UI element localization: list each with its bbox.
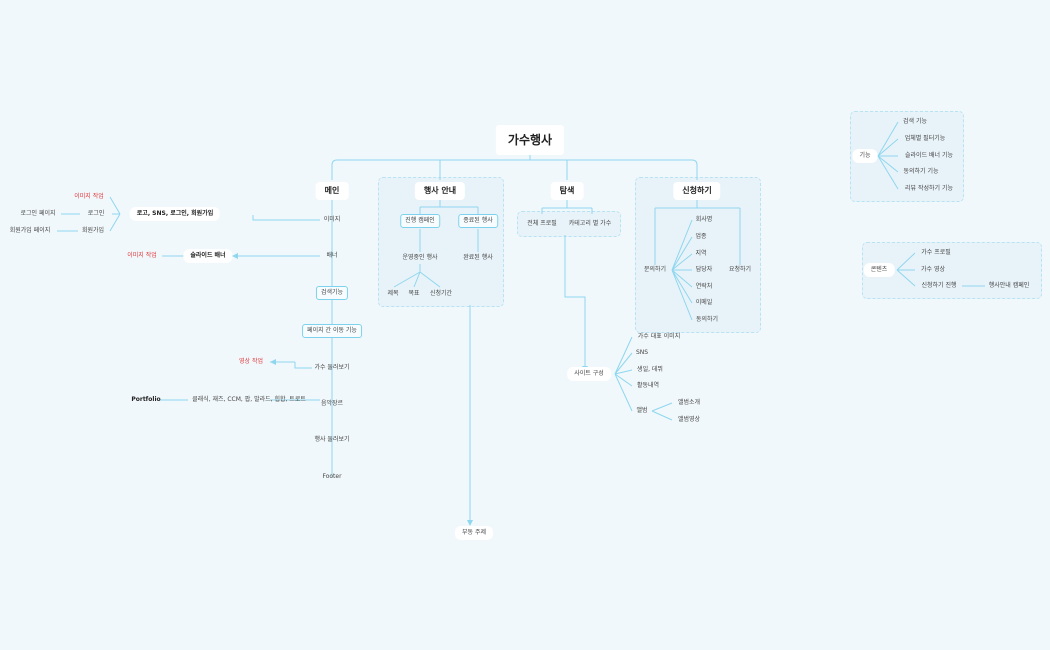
search-func-node[interactable]: 검색기능 <box>315 286 349 300</box>
sub-topic-node[interactable]: 부동 주제 <box>455 526 493 540</box>
event-title-field[interactable]: 제목 <box>387 290 399 297</box>
banner-node[interactable]: 배너 <box>326 252 338 259</box>
apply-field[interactable]: 연락처 <box>695 283 713 290</box>
func-category[interactable]: 기능 <box>852 149 878 163</box>
signup-page-node[interactable]: 회원가입 페이지 <box>9 227 51 234</box>
contents-category[interactable]: 콘텐츠 <box>863 263 895 277</box>
root-node[interactable]: 가수행사 <box>495 125 565 155</box>
portfolio-node[interactable]: Portfolio <box>131 396 161 403</box>
site-item[interactable]: 앨범 <box>636 407 648 414</box>
apply-field[interactable]: 업종 <box>695 233 707 240</box>
footer-node[interactable]: Footer <box>322 473 342 480</box>
event-goal-field[interactable]: 목표 <box>408 290 420 297</box>
album-item[interactable]: 앨범소개 <box>677 399 701 406</box>
func-item[interactable]: 동의하기 기능 <box>903 168 939 175</box>
contents-item[interactable]: 가수 프로필 <box>921 249 951 256</box>
apply-category[interactable]: 신청하기 <box>673 182 721 200</box>
search-category[interactable]: 탐색 <box>550 182 584 200</box>
func-item[interactable]: 슬라이드 배너 기능 <box>905 152 953 159</box>
event-campaign-node[interactable]: 행사안내 캠페인 <box>988 282 1030 289</box>
event-category[interactable]: 행사 안내 <box>414 182 466 200</box>
func-item[interactable]: 업체별 필터기능 <box>904 135 946 142</box>
login-node[interactable]: 로그인 <box>87 210 105 217</box>
site-item[interactable]: 가수 대표 이미지 <box>637 333 681 340</box>
func-item[interactable]: 리뷰 작성하기 기능 <box>905 185 953 192</box>
album-item[interactable]: 앨범영상 <box>677 416 701 423</box>
slide-banner-node[interactable]: 슬라이드 배너 <box>183 249 233 263</box>
apply-field[interactable]: 담당자 <box>695 266 713 273</box>
event-period-field[interactable]: 신청기간 <box>429 290 453 297</box>
site-structure-node[interactable]: 사이트 구성 <box>567 367 611 381</box>
inquiry-node[interactable]: 문의하기 <box>643 266 667 273</box>
genres-list-node[interactable]: 클래식, 재즈, CCM, 팝, 발라드, 힙합, 트로트 <box>192 396 306 403</box>
video-work-node[interactable]: 영상 작업 <box>239 358 263 365</box>
main-image-node[interactable]: 이미지 <box>323 216 341 223</box>
login-page-node[interactable]: 로그인 페이지 <box>20 210 56 217</box>
all-profiles-node[interactable]: 전체 프로필 <box>527 220 557 227</box>
login-sns-node[interactable]: 로고, SNS, 로그인, 회원가입 <box>129 207 221 221</box>
genre-node[interactable]: 음악장르 <box>320 400 344 407</box>
apply-field[interactable]: 회사명 <box>695 216 713 223</box>
running-event-node[interactable]: 운영중인 행사 <box>402 254 438 261</box>
signup-node[interactable]: 회원가입 <box>81 227 105 234</box>
func-item[interactable]: 검색 기능 <box>903 118 927 125</box>
by-category-node[interactable]: 카테고리 별 가수 <box>568 220 612 227</box>
completed-event-node[interactable]: 완료된 행사 <box>463 254 493 261</box>
apply-field[interactable]: 지역 <box>695 250 707 257</box>
site-item[interactable]: SNS <box>635 349 649 356</box>
main-category[interactable]: 메인 <box>315 182 349 200</box>
ongoing-campaign-node[interactable]: 진행 캠페인 <box>400 214 440 228</box>
apply-field[interactable]: 동의하기 <box>695 316 719 323</box>
contents-item[interactable]: 가수 영상 <box>921 266 945 273</box>
singer-list-node[interactable]: 가수 둘러보기 <box>314 364 350 371</box>
ended-event-node[interactable]: 종료된 행사 <box>458 214 498 228</box>
event-list-node[interactable]: 행사 둘러보기 <box>314 436 350 443</box>
image-work-node[interactable]: 이미지 작업 <box>74 193 104 200</box>
apply-field[interactable]: 이메일 <box>695 299 713 306</box>
request-node[interactable]: 요청하기 <box>728 266 752 273</box>
page-move-node[interactable]: 페이지 간 이동 기능 <box>302 324 362 338</box>
site-item[interactable]: 활동내역 <box>636 382 660 389</box>
site-item[interactable]: 생일, 데뷔 <box>637 366 663 373</box>
search-group-frame <box>517 211 621 237</box>
contents-item[interactable]: 신청하기 진행 <box>921 282 957 289</box>
image-work-node-2[interactable]: 이미지 작업 <box>127 252 157 259</box>
